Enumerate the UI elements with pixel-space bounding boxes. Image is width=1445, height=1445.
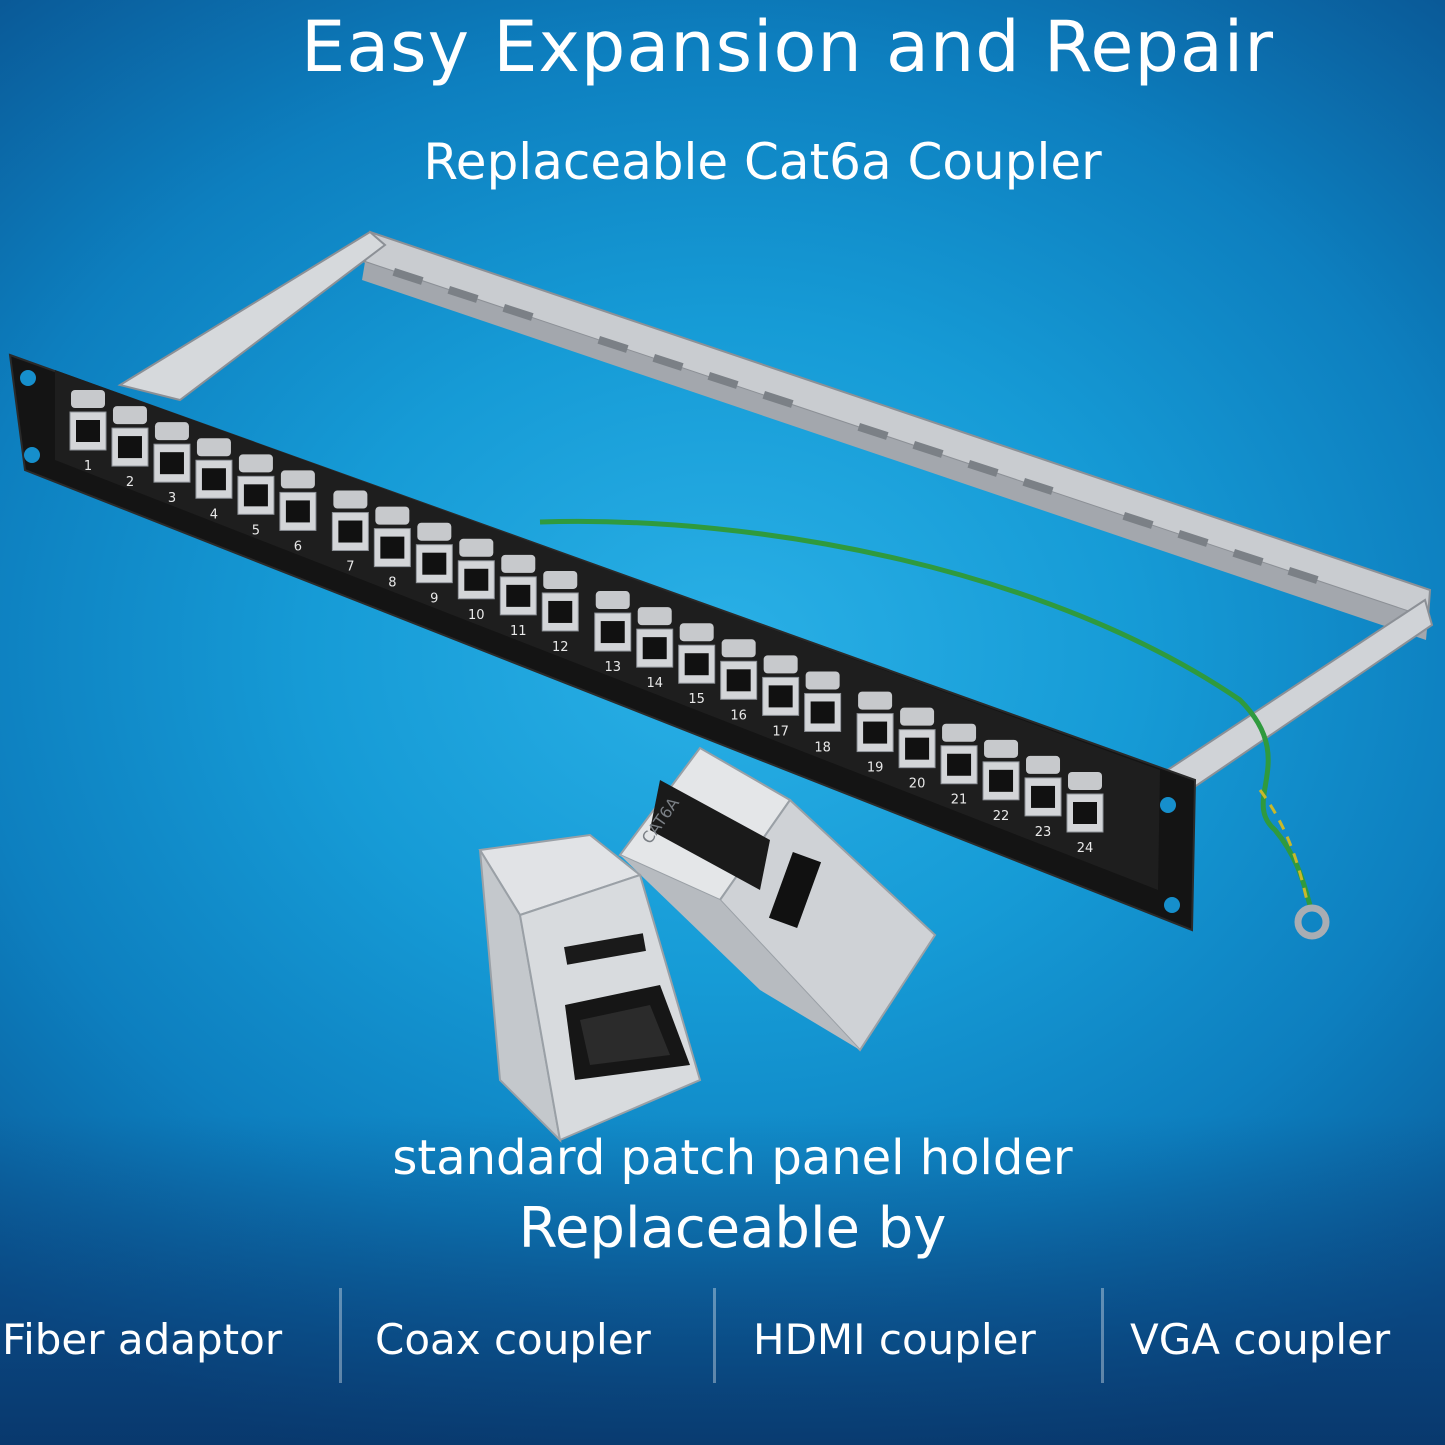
port-number: 18	[814, 740, 831, 755]
rj45-port-opening	[863, 721, 888, 744]
background-shade	[0, 1115, 1445, 1445]
caption-holder: standard patch panel holder	[392, 1130, 1073, 1186]
port-label-window	[1068, 772, 1102, 790]
rj45-port-opening	[947, 753, 972, 776]
port-label-window	[595, 591, 630, 610]
port-label-window	[501, 554, 536, 573]
port-number: 9	[430, 592, 438, 607]
port-number: 19	[867, 761, 884, 776]
port-number: 14	[646, 676, 663, 691]
right-side-bracket	[1158, 598, 1434, 792]
port-number: 12	[552, 640, 569, 655]
port-number: 6	[294, 539, 302, 554]
rj45-port-opening	[810, 701, 835, 724]
port-label-window	[721, 639, 756, 658]
port-label-window	[942, 723, 977, 742]
ground-ring-terminal	[1294, 904, 1330, 940]
caption-replaceable: Replaceable by	[518, 1196, 947, 1261]
rj45-port-opening	[338, 520, 363, 543]
port-number: 23	[1035, 825, 1052, 840]
port-label-window	[238, 454, 273, 473]
port-label-window	[112, 406, 147, 425]
port-number: 11	[510, 624, 527, 639]
port-number: 13	[604, 660, 621, 675]
port-label-window	[858, 691, 893, 710]
rj45-port-opening	[905, 737, 930, 760]
port-label-window	[900, 707, 935, 726]
divider	[713, 1288, 716, 1383]
port-number: 17	[772, 724, 789, 739]
rj45-port-opening	[201, 468, 226, 491]
rj45-port-opening	[1031, 785, 1056, 808]
port-label-window	[637, 607, 672, 626]
rj45-port-opening	[422, 552, 447, 575]
option-fiber-adaptor: Fiber adaptor	[2, 1315, 283, 1364]
port-number: 1	[84, 459, 92, 474]
port-number: 3	[168, 491, 176, 506]
port-number: 5	[252, 523, 260, 538]
port-label-window	[459, 538, 494, 557]
coupler-front	[478, 833, 702, 1143]
rj45-port-opening	[159, 452, 184, 475]
rj45-port-opening	[464, 568, 489, 591]
rj45-port-opening	[642, 637, 667, 660]
port-label-window	[679, 623, 714, 642]
mount-hole	[1164, 897, 1180, 913]
port-number: 7	[346, 560, 354, 575]
port-label-window	[196, 438, 231, 457]
page-subtitle: Replaceable Cat6a Coupler	[423, 133, 1102, 191]
mount-hole	[24, 447, 40, 463]
port-label-window	[1026, 755, 1061, 774]
port-number: 2	[126, 475, 134, 490]
port-label-window	[154, 422, 189, 441]
port-number: 22	[993, 809, 1010, 824]
port-number: 15	[688, 692, 705, 707]
ground-wire	[539, 518, 1313, 906]
rj45-port-opening	[117, 436, 142, 459]
port-number: 24	[1077, 841, 1094, 856]
port-label-window	[333, 490, 368, 509]
left-side-bracket	[117, 230, 387, 402]
rj45-port-opening	[1073, 802, 1097, 824]
coupler-back: CAT6A	[618, 746, 937, 1052]
rj45-port-opening	[243, 484, 268, 507]
rj45-port-opening	[989, 769, 1014, 792]
port-number: 8	[388, 576, 396, 591]
rj45-port-opening	[506, 584, 531, 607]
rj45-port-opening	[768, 685, 793, 708]
divider	[1101, 1288, 1104, 1383]
rj45-port-opening	[76, 420, 100, 442]
rj45-port-opening	[600, 621, 625, 644]
port-label-window	[805, 671, 840, 690]
port-number: 21	[951, 793, 968, 808]
port-label-window	[71, 390, 105, 408]
port-label-window	[375, 506, 410, 525]
port-number: 4	[210, 507, 218, 522]
port-label-window	[280, 470, 315, 489]
mount-hole	[20, 370, 36, 386]
rj45-port-opening	[684, 653, 709, 676]
port-label-window	[763, 655, 798, 674]
rj45-port-opening	[285, 500, 310, 523]
option-coax-coupler: Coax coupler	[375, 1315, 651, 1364]
port-label-window	[984, 739, 1019, 758]
port-label-window	[417, 522, 452, 541]
rj45-port-opening	[548, 600, 573, 623]
rj45-port-opening	[726, 669, 751, 692]
port-number: 16	[730, 708, 747, 723]
divider	[339, 1288, 342, 1383]
page-title: Easy Expansion and Repair	[300, 6, 1275, 88]
mount-hole	[1160, 797, 1176, 813]
rj45-port-opening	[380, 536, 405, 559]
option-vga-coupler: VGA coupler	[1130, 1315, 1391, 1364]
rear-bar-slots	[392, 267, 1319, 584]
option-hdmi-coupler: HDMI coupler	[753, 1315, 1036, 1364]
port-number: 20	[909, 777, 926, 792]
port-number: 10	[468, 608, 485, 623]
port-label-window	[543, 570, 578, 589]
